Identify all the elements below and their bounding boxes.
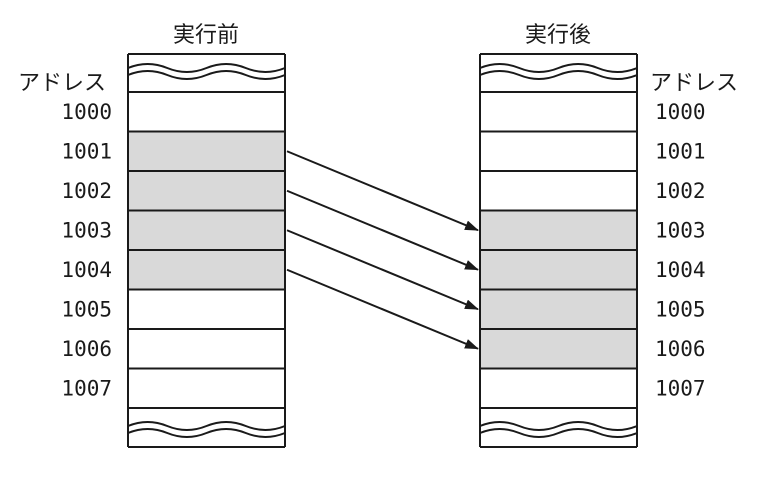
before-top-break-wave xyxy=(127,63,286,73)
before-address-1000: 1000 xyxy=(61,100,112,124)
after-top-break-wave xyxy=(479,63,638,73)
move-arrows xyxy=(286,150,479,350)
after-address-1005: 1005 xyxy=(655,297,706,321)
after-address-1006: 1006 xyxy=(655,337,706,361)
after-memory-cell-1003 xyxy=(479,209,638,251)
before-title: 実行前 xyxy=(173,23,239,48)
after-address-list: 1000 1001 1002 1003 1004 1005 1006 1007 xyxy=(655,100,706,401)
before-address-1005: 1005 xyxy=(61,297,112,321)
move-arrow-1002-to-1004 xyxy=(286,189,479,271)
after-address-1001: 1001 xyxy=(655,139,706,163)
after-memory-cell-1007 xyxy=(479,367,638,409)
before-memory-cell-1006 xyxy=(127,328,286,370)
before-bottom-break-wave xyxy=(127,421,286,431)
before-top-sides xyxy=(127,54,286,92)
after-address-header: アドレス xyxy=(650,71,738,96)
after-bottom-break-wave-2 xyxy=(479,428,638,438)
before-address-list: 1000 1001 1002 1003 1004 1005 1006 1007 xyxy=(61,100,112,401)
after-memory-cell-1004 xyxy=(479,249,638,291)
after-title: 実行後 xyxy=(525,23,591,48)
after-memory-cell-1000 xyxy=(479,91,638,133)
before-bottom-sides xyxy=(127,408,286,447)
before-memory-cell-1003 xyxy=(127,209,286,251)
after-memory-cell-1001 xyxy=(479,130,638,172)
move-arrow-1004-to-1006 xyxy=(286,268,479,350)
after-memory-cell-1006 xyxy=(479,328,638,370)
before-memory-cell-1004 xyxy=(127,249,286,291)
after-memory-cell-1002 xyxy=(479,170,638,212)
after-bottom-sides xyxy=(479,408,638,447)
after-address-1004: 1004 xyxy=(655,258,706,282)
after-address-1003: 1003 xyxy=(655,218,706,242)
after-top-sides xyxy=(479,54,638,92)
move-arrow-1001-to-1003 xyxy=(286,150,479,232)
before-memory-cell-1005 xyxy=(127,288,286,330)
before-top-break-wave-2 xyxy=(127,70,286,80)
before-memory-cell-1002 xyxy=(127,170,286,212)
after-address-1002: 1002 xyxy=(655,179,706,203)
after-address-1000: 1000 xyxy=(655,100,706,124)
before-memory-cell-1000 xyxy=(127,91,286,133)
move-arrow-1003-to-1005 xyxy=(286,229,479,311)
before-address-1001: 1001 xyxy=(61,139,112,163)
before-address-1003: 1003 xyxy=(61,218,112,242)
after-top-break-wave-2 xyxy=(479,70,638,80)
after-memory-column xyxy=(479,53,638,448)
before-address-1007: 1007 xyxy=(61,376,112,400)
after-bottom-break-wave xyxy=(479,421,638,431)
before-memory-cell-1001 xyxy=(127,130,286,172)
before-bottom-break-wave-2 xyxy=(127,428,286,438)
before-address-1002: 1002 xyxy=(61,179,112,203)
after-memory-cell-1005 xyxy=(479,288,638,330)
before-address-1006: 1006 xyxy=(61,337,112,361)
before-address-header: アドレス xyxy=(18,71,106,96)
before-memory-column xyxy=(127,53,286,448)
before-address-1004: 1004 xyxy=(61,258,112,282)
after-address-1007: 1007 xyxy=(655,376,706,400)
before-memory-cell-1007 xyxy=(127,367,286,409)
